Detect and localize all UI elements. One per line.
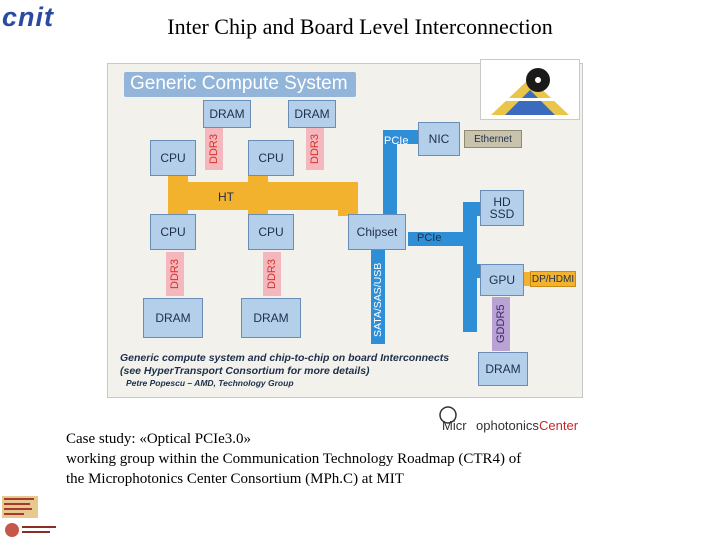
ddr3-bottom-left-label: DDR3: [166, 252, 184, 296]
dp-hdmi: DP/HDMI: [530, 271, 576, 287]
cpu-3: CPU: [150, 214, 196, 250]
dram-bottom-left: DRAM: [143, 298, 203, 338]
pcie-label-2: PCIe: [417, 232, 441, 244]
dram-bottom-right: DRAM: [241, 298, 301, 338]
ddr3-bottom-right-label: DDR3: [263, 252, 281, 296]
dram-top-left: DRAM: [203, 100, 251, 128]
cpu-2: CPU: [248, 140, 294, 176]
dram-gpu: DRAM: [478, 352, 528, 386]
nic: NIC: [418, 122, 460, 156]
ht-branch-left: [168, 174, 188, 214]
slide-title: Inter Chip and Board Level Interconnecti…: [0, 14, 720, 40]
ht-label: HT: [218, 190, 234, 204]
caption-line2: (see HyperTransport Consortium for more …: [120, 365, 449, 378]
caption-line1: Generic compute system and chip-to-chip …: [120, 352, 449, 365]
ht-branch-right: [248, 174, 268, 214]
partner-logos: [0, 494, 60, 540]
caption-credit: Petre Popescu – AMD, Technology Group: [126, 378, 294, 388]
ht-branch-chipset: [338, 182, 358, 216]
gddr5-label: GDDR5: [492, 297, 510, 351]
cpu-1: CPU: [150, 140, 196, 176]
case-study-line2: working group within the Communication T…: [66, 449, 521, 469]
ddr3-top-left-label: DDR3: [205, 128, 223, 170]
case-study-text: Case study: «Optical PCIe3.0» working gr…: [66, 429, 521, 489]
diagram-title: Generic Compute System: [124, 72, 356, 97]
hd-ssd-line2: SSD: [490, 208, 515, 220]
diagram-caption: Generic compute system and chip-to-chip …: [120, 352, 449, 378]
gpu: GPU: [480, 264, 524, 296]
dram-top-right: DRAM: [288, 100, 336, 128]
svg-text:Center: Center: [539, 418, 579, 433]
case-study-line3: the Microphotonics Center Consortium (MP…: [66, 469, 521, 489]
sata-label: SATA/SAS/USB: [367, 254, 389, 346]
hd-ssd: HD SSD: [480, 190, 524, 226]
hypertransport-logo-image: [480, 59, 580, 120]
chipset: Chipset: [348, 214, 406, 250]
microphotonics-center-logo: Micr ophotonics Center: [438, 404, 582, 434]
cpu-4: CPU: [248, 214, 294, 250]
ethernet: Ethernet: [464, 130, 522, 148]
svg-text:ophotonics: ophotonics: [476, 418, 539, 433]
ddr3-top-right-label: DDR3: [306, 128, 324, 170]
svg-text:Micr: Micr: [442, 418, 467, 433]
pcie-label-1: PCIe: [384, 135, 408, 147]
